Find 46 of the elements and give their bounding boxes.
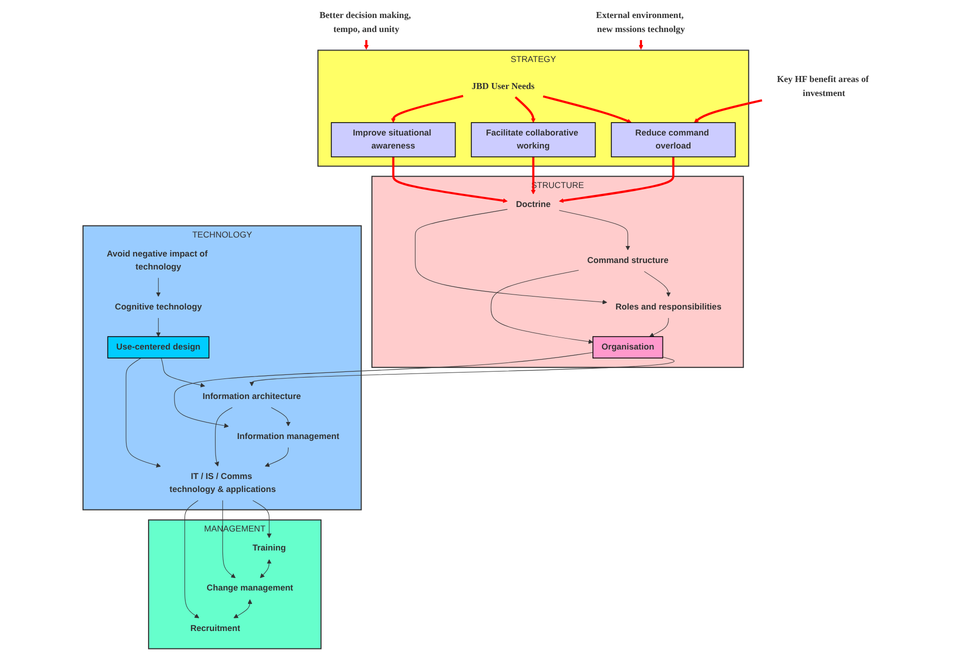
arrow xyxy=(514,96,536,123)
arrow xyxy=(644,271,671,297)
node-text: Roles and responsibilities xyxy=(615,302,722,312)
arrow xyxy=(649,318,669,337)
arrow xyxy=(126,358,161,468)
arrow xyxy=(160,358,206,388)
node-text: Cognitive technology xyxy=(114,302,202,312)
node-text: Command structure xyxy=(587,256,668,266)
arrow xyxy=(270,407,291,426)
arrow xyxy=(222,500,236,578)
arrow xyxy=(260,559,272,578)
node-text: JBD User Needs xyxy=(472,80,535,91)
node-text: Training xyxy=(252,544,286,553)
node-text: Avoid negative impact of technology xyxy=(106,250,208,272)
arrow xyxy=(392,156,508,203)
arrow xyxy=(558,156,674,203)
arrow xyxy=(214,407,233,466)
node-text: Key HF benefit areas of investment xyxy=(776,74,869,98)
node-box: Use-centered design xyxy=(107,336,210,358)
node-text: Change management xyxy=(206,584,294,593)
node-text: Recruitment xyxy=(190,624,240,633)
arrow xyxy=(364,40,369,50)
arrow xyxy=(156,318,161,337)
node-text: Information architecture xyxy=(202,392,301,402)
arrow xyxy=(234,599,252,618)
node-text: Doctrine xyxy=(516,200,551,210)
arrow xyxy=(414,209,608,304)
arrow xyxy=(490,270,594,344)
node-box: Reduce command overload xyxy=(610,122,736,158)
arrow xyxy=(558,210,630,250)
node-text: Better decision making, tempo, and unity xyxy=(319,10,411,34)
node-box: Improve situational awareness xyxy=(330,122,456,158)
arrow xyxy=(252,500,272,538)
arrow xyxy=(174,352,594,428)
node-text: Information management xyxy=(237,432,340,442)
arrow xyxy=(530,156,536,194)
node-text: IT / IS / Comms technology & applications xyxy=(169,472,276,494)
node-box: Facilitate collaborative working xyxy=(470,122,596,158)
node-box: Organisation xyxy=(592,336,664,358)
arrow xyxy=(542,95,632,124)
arrow xyxy=(184,500,200,618)
arrow xyxy=(390,94,464,123)
arrow xyxy=(264,447,289,467)
arrow xyxy=(156,278,161,297)
node-text: External environment, new mssions technolgy xyxy=(596,10,685,34)
arrow xyxy=(638,40,644,50)
